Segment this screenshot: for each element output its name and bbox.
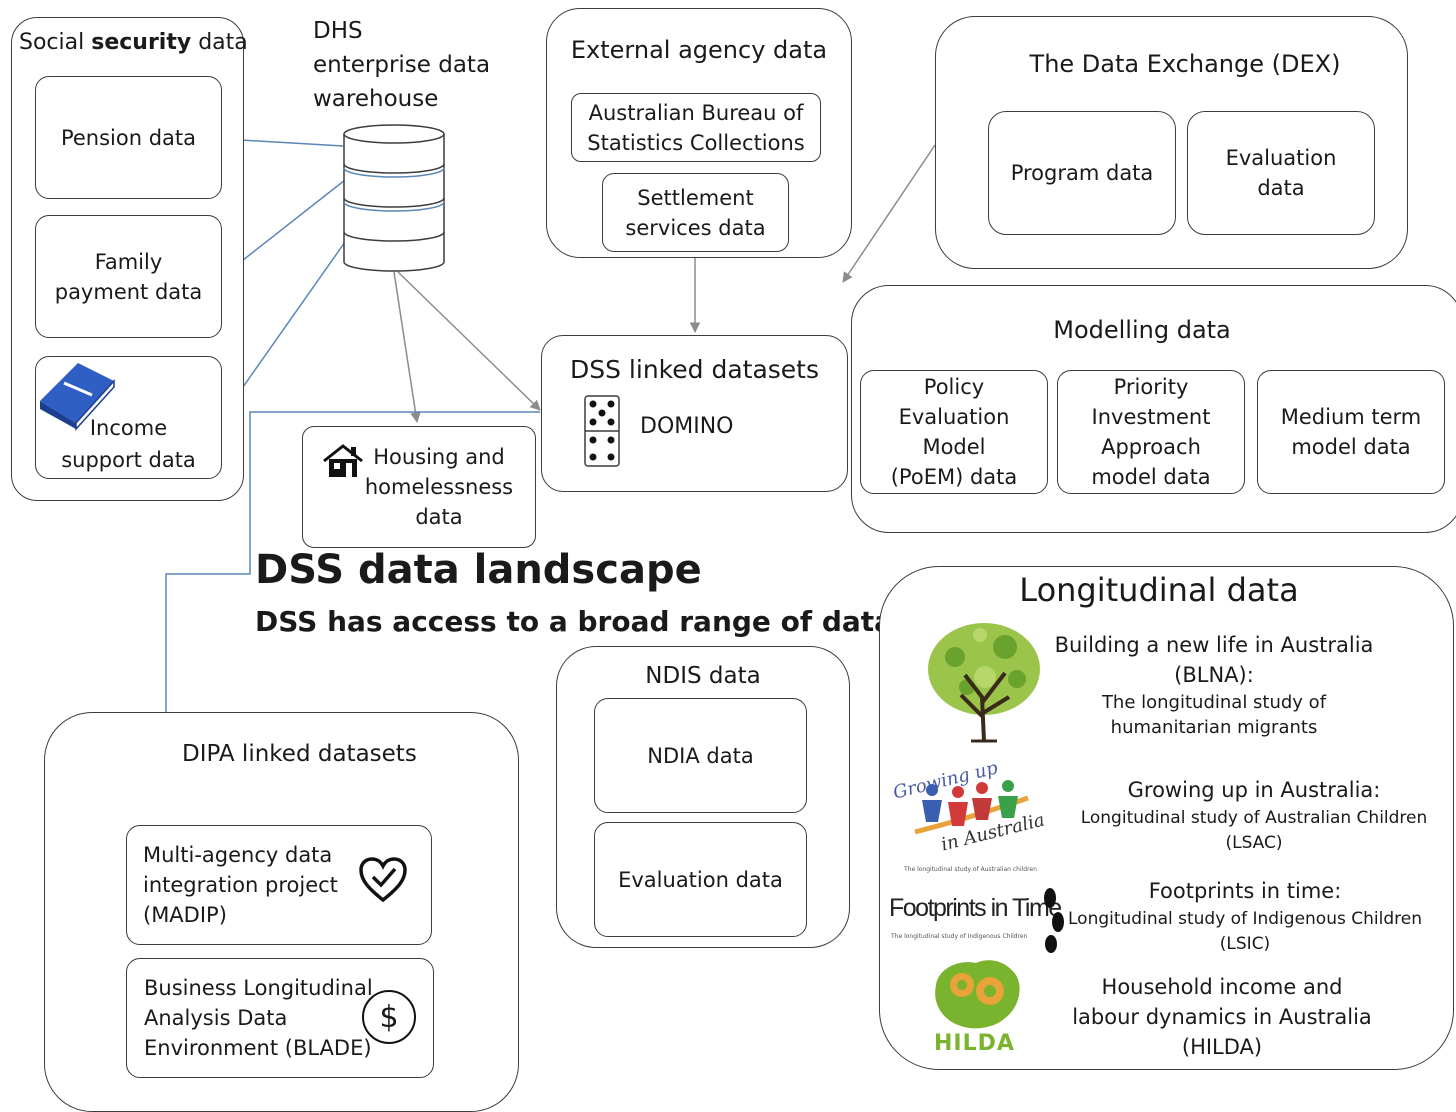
diagram-title: DSS data landscape	[255, 547, 702, 593]
tree-logo-icon	[928, 623, 1040, 743]
hilda-name: Household income and labour dynamics in …	[1072, 975, 1372, 1059]
ndia-data-box: NDIA data	[594, 698, 807, 813]
ndis-title: NDIS data	[645, 663, 761, 689]
dex-title: The Data Exchange (DEX)	[1029, 50, 1341, 78]
dss-linked-title: DSS linked datasets	[570, 355, 819, 384]
family-payment-box: Family payment data	[35, 215, 222, 338]
poem-label: Policy Evaluation Model (PoEM) data	[890, 375, 1018, 489]
lsic-desc: Longitudinal study of Indigenous Childre…	[1068, 909, 1422, 954]
income-support-label: Income support data	[61, 416, 196, 472]
madip-label: Multi-agency data integration project (M…	[143, 843, 338, 927]
dipa-title: DIPA linked datasets	[182, 741, 417, 767]
footprints-logo-caption: The longitudinal study of Indigenous Chi…	[891, 933, 1028, 940]
lsac-name: Growing up in Australia:	[1127, 778, 1381, 802]
external-agency-title: External agency data	[570, 36, 828, 64]
pension-data-label: Pension data	[60, 125, 197, 150]
heart-check-icon	[359, 857, 407, 903]
footprints-logo-text: Footprints in Time	[889, 894, 1062, 922]
hilda-logo-text: HILDA	[934, 1031, 1015, 1056]
madip-box: Multi-agency data integration project (M…	[126, 825, 432, 945]
ndia-data-label: NDIA data	[647, 743, 754, 768]
arrow-dhs-to-housing	[393, 271, 421, 424]
lsic-name: Footprints in time:	[1148, 879, 1342, 903]
medium-term-label: Medium term model data	[1280, 405, 1422, 459]
longitudinal-title: Longitudinal data	[1019, 571, 1299, 609]
settlement-services-box: Settlement services data	[602, 173, 789, 252]
dex-evaluation-label: Evaluation data	[1225, 146, 1337, 200]
blna-name: Building a new life in Australia (BLNA):	[1054, 633, 1374, 687]
abs-collections-label: Australian Bureau of Statistics Collecti…	[587, 100, 805, 155]
pension-data-box: Pension data	[35, 76, 222, 199]
social-security-title: Social security data	[19, 30, 248, 55]
dollar-icon: $	[362, 990, 416, 1044]
growing-up-logo-caption: The longitudinal study of Australian chi…	[904, 866, 1037, 873]
ndis-evaluation-label: Evaluation data	[618, 867, 783, 892]
ndis-evaluation-box: Evaluation data	[594, 822, 807, 937]
blade-label: Business Longitudinal Analysis Data Envi…	[144, 976, 373, 1060]
domino-icon	[584, 395, 620, 467]
modelling-title: Modelling data	[1053, 316, 1231, 344]
footprints-icon	[1044, 888, 1064, 953]
program-data-box: Program data	[988, 111, 1176, 235]
arrow-dhs-to-income	[223, 241, 346, 415]
house-icon	[323, 444, 363, 477]
book-icon	[40, 363, 115, 431]
family-payment-label: Family payment data	[54, 249, 203, 304]
dex-evaluation-box: Evaluation data	[1187, 111, 1375, 235]
connector-arrows	[160, 134, 936, 824]
medium-term-box: Medium term model data	[1257, 370, 1445, 494]
hilda-map-icon	[935, 960, 1020, 1029]
growing-up-logo: Growing up in Australia The longitudinal…	[890, 757, 1072, 878]
database-icon	[343, 124, 445, 272]
children-figures-icon	[914, 780, 1029, 835]
domino-label: DOMINO	[640, 414, 734, 439]
arrow-dhs-to-family	[223, 179, 346, 276]
blna-desc: The longitudinal study of humanitarian m…	[1101, 692, 1327, 738]
poem-box: Policy Evaluation Model (PoEM) data	[860, 370, 1048, 494]
lsac-desc: Longitudinal study of Australian Childre…	[1080, 808, 1428, 853]
arrow-dhs-to-dss	[397, 271, 541, 411]
dhs-warehouse-label: DHS enterprise data warehouse	[313, 18, 491, 112]
priority-investment-box: Priority Investment Approach model data	[1057, 370, 1245, 494]
arrow-dex-to-dss	[842, 144, 936, 283]
abs-collections-box: Australian Bureau of Statistics Collecti…	[571, 93, 821, 162]
program-data-label: Program data	[1010, 161, 1154, 185]
settlement-services-label: Settlement services data	[625, 185, 766, 240]
diagram-subtitle: DSS has access to a broad range of data	[255, 605, 894, 638]
footprints-logo: Footprints in Time The longitudinal stud…	[889, 888, 1071, 958]
arrow-dss-to-dipa	[160, 411, 540, 824]
housing-label: Housing and homelessness data	[364, 445, 514, 529]
priority-investment-label: Priority Investment Approach model data	[1091, 375, 1211, 489]
